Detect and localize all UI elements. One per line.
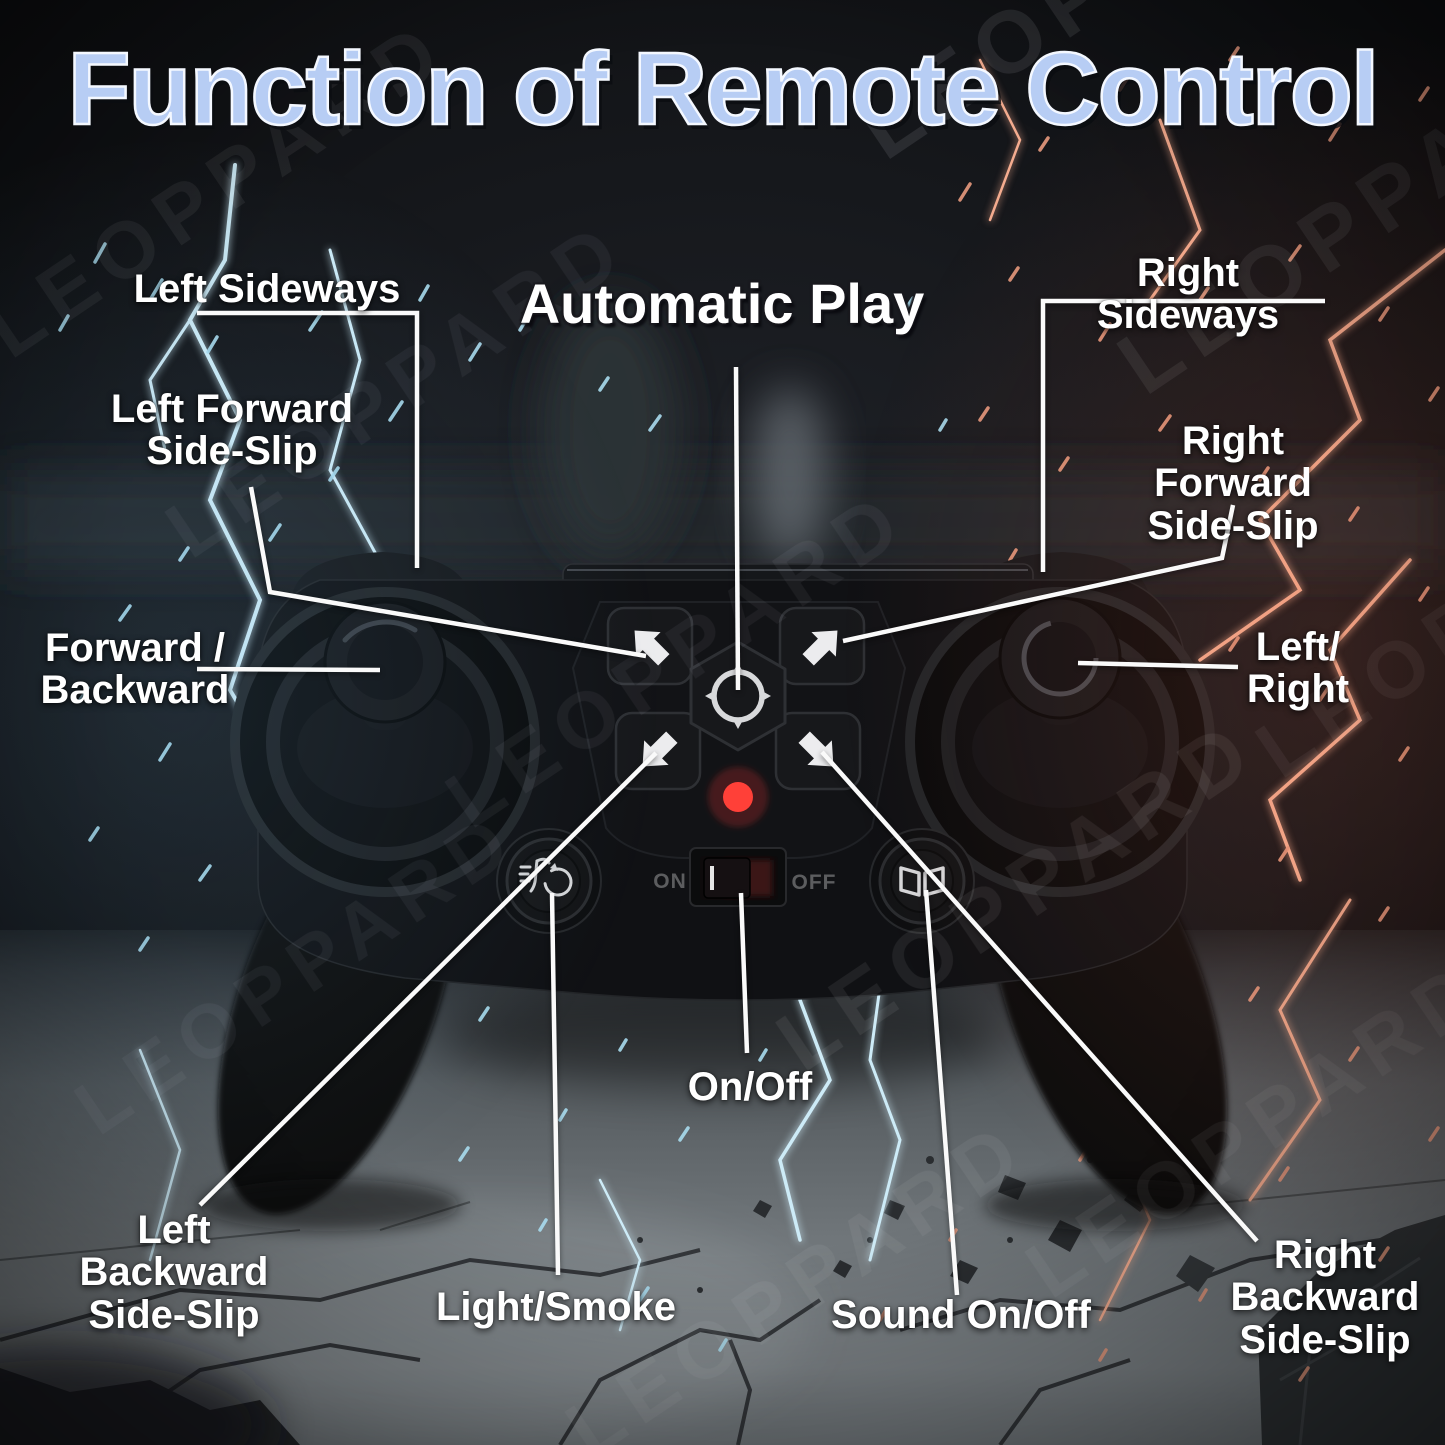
label-sound-on-off: Sound On/Off	[831, 1293, 1091, 1337]
callout-line-left-sideways	[197, 310, 420, 568]
callout-line-left-forward-side-slip	[248, 486, 647, 659]
page-title: Function of Remote Control	[66, 30, 1380, 148]
callout-line-right-forward-side-slip	[842, 504, 1236, 644]
callout-line-right-sideways	[1040, 298, 1325, 572]
callout-line-left-backward-side-slip	[198, 751, 658, 1207]
callout-line-automatic-play	[733, 366, 741, 691]
callout-line-right-backward-side-slip	[820, 750, 1259, 1243]
label-automatic-play: Automatic Play	[519, 272, 925, 335]
label-forward-backward: Forward / Backward	[40, 626, 230, 713]
label-on-off: On/Off	[687, 1065, 813, 1109]
label-left-sideways: Left Sideways	[133, 267, 401, 311]
label-right-backward-side-slip: Right Backward Side-Slip	[1230, 1233, 1420, 1362]
callout-line-light-smoke	[549, 892, 561, 1276]
label-left-backward-side-slip: Left Backward Side-Slip	[79, 1208, 269, 1337]
callout-line-left-right	[1077, 660, 1239, 670]
label-right-sideways: Right Sideways	[1096, 251, 1280, 338]
label-left-forward-side-slip: Left Forward Side-Slip	[110, 387, 354, 474]
callout-line-on-off	[738, 892, 750, 1054]
callout-line-sound-on-off	[923, 889, 960, 1296]
label-right-forward-side-slip: Right Forward Side-Slip	[1147, 419, 1319, 548]
label-light-smoke: Light/Smoke	[435, 1285, 677, 1329]
callout-line-forward-backward	[196, 666, 381, 673]
label-left-right: Left/ Right	[1246, 625, 1350, 712]
